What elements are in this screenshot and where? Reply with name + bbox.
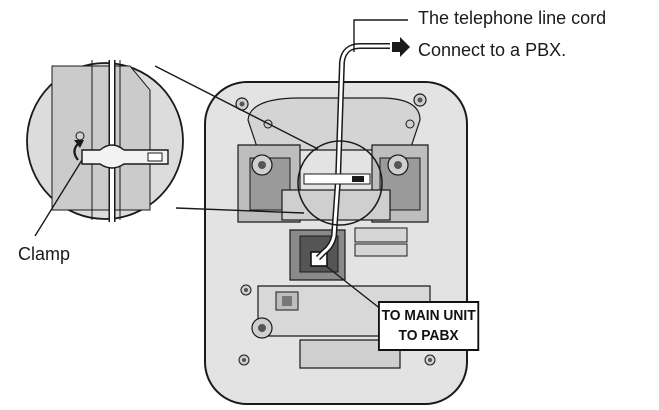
- base-unit: [204, 81, 468, 405]
- magnifier-connector: [154, 65, 319, 214]
- clamp-leader-line: [34, 159, 83, 237]
- port-callout-pointer: [325, 265, 383, 311]
- magnifier-target-circle: [297, 140, 383, 226]
- clamp-label: Clamp: [18, 244, 71, 264]
- port-callout-box: TO MAIN UNIT TO PABX: [378, 301, 480, 351]
- telephone-line-cord-label: The telephone line cord: [418, 8, 607, 28]
- connect-to-pbx-label: Connect to a PBX.: [418, 40, 567, 60]
- magnified-clamp-view: [26, 60, 184, 222]
- port-callout-line1: TO MAIN UNIT: [381, 307, 476, 324]
- right-arrow-icon: [392, 37, 410, 57]
- port-callout-line2: TO PABX: [398, 327, 459, 344]
